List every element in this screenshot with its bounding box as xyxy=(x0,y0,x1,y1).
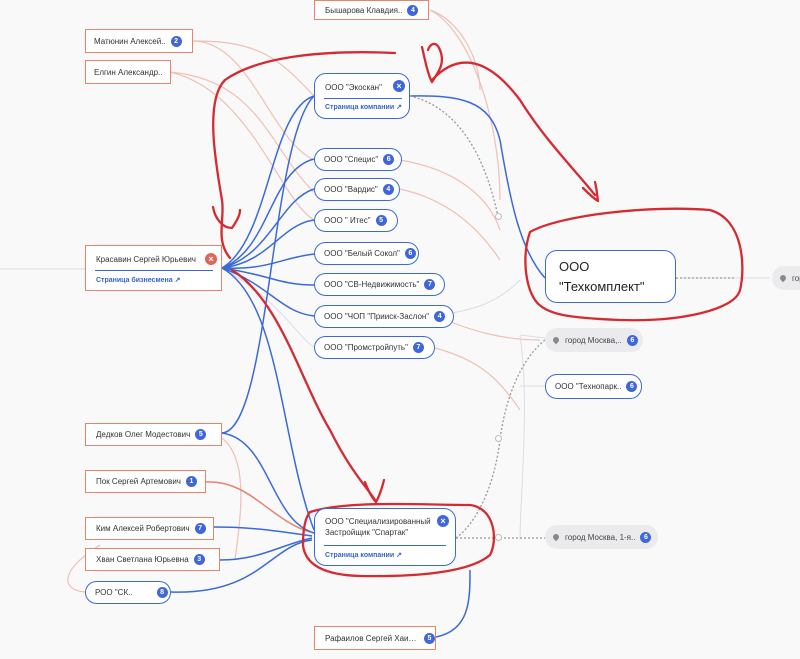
company-name: ООО "Экоскан" xyxy=(325,83,382,92)
location-pin-icon xyxy=(551,532,561,542)
count-badge: 4 xyxy=(434,311,446,322)
count-badge: 6 xyxy=(626,334,638,346)
company-node-ites[interactable]: ООО " Итес" 5 xyxy=(314,209,398,232)
businessman-page-link[interactable]: Страница бизнесмена ↗ xyxy=(96,277,181,284)
company-name: ООО "Специс" xyxy=(324,155,379,164)
person-name: Пок Сергей Артемович xyxy=(96,477,181,486)
location-node-gor[interactable]: гор xyxy=(772,266,800,290)
count-badge: 6 xyxy=(640,531,652,543)
person-node-matyunin[interactable]: Матюнин Алексей.. 2 xyxy=(85,29,193,53)
person-name: Ким Алексей Робертович xyxy=(96,524,190,533)
company-node-sv-nedvizhimost[interactable]: ООО "СВ-Недвижимость" 7 xyxy=(314,273,445,296)
close-icon[interactable]: × xyxy=(393,80,405,92)
location-label: город Москва, 1-я.. xyxy=(565,532,636,542)
company-node-belyi-sokol[interactable]: ООО "Белый Сокол" 6 xyxy=(314,242,419,265)
count-badge: 5 xyxy=(375,215,387,226)
divider xyxy=(324,545,446,546)
count-badge: 1 xyxy=(185,476,197,487)
edge-junction-dot xyxy=(495,213,502,220)
count-badge: 8 xyxy=(156,587,168,598)
company-name: ООО "СВ-Недвижимость" xyxy=(324,280,420,289)
company-page-link[interactable]: Страница компании ↗ xyxy=(325,104,402,111)
company-node-tehkomplekt[interactable]: ООО "Техкомплект" xyxy=(545,250,676,303)
location-pin-icon xyxy=(778,273,788,283)
edge-junction-dot xyxy=(495,534,502,541)
count-badge: 3 xyxy=(193,554,205,565)
company-node-chop[interactable]: ООО "ЧОП "Прииск-Заслон" 4 xyxy=(314,305,454,328)
person-name: Дедков Олег Модестович xyxy=(96,430,191,439)
company-name: ООО "Технопарк.. xyxy=(555,382,622,391)
count-badge: 5 xyxy=(195,429,207,440)
company-name: ООО "Вардис" xyxy=(324,185,378,194)
divider xyxy=(95,270,213,271)
location-node-moscow-1[interactable]: город Москва,.. 6 xyxy=(545,328,643,352)
person-node-dedkov[interactable]: Дедков Олег Модестович 5 xyxy=(85,423,222,446)
close-icon[interactable]: × xyxy=(205,253,217,265)
company-node-vardis[interactable]: ООО "Вардис" 4 xyxy=(314,178,400,201)
company-name-line2: Застройщик "Спартак" xyxy=(325,528,409,537)
company-name: ООО " Итес" xyxy=(324,216,371,225)
company-name: ООО "Белый Сокол" xyxy=(324,249,400,258)
person-node-hvan[interactable]: Хван Светлана Юрьевна 3 xyxy=(85,548,220,571)
person-name: Рафаилов Сергей Хаимович xyxy=(325,633,419,643)
company-node-roo[interactable]: РОО "СК.. 8 xyxy=(85,581,171,604)
company-node-specis[interactable]: ООО "Специс" 6 xyxy=(314,148,402,171)
company-name-line1: ООО xyxy=(559,258,590,274)
person-node-pok[interactable]: Пок Сергей Артемович 1 xyxy=(85,470,206,493)
company-node-spartak[interactable]: ООО "Специализированный Застройщик "Спар… xyxy=(314,508,456,566)
company-page-link[interactable]: Страница компании ↗ xyxy=(325,552,402,559)
count-badge: 4 xyxy=(382,184,394,195)
count-badge: 5 xyxy=(424,632,435,644)
divider xyxy=(324,98,402,99)
location-pin-icon xyxy=(551,335,561,345)
close-icon[interactable]: × xyxy=(437,515,449,527)
person-node-bysharova[interactable]: Бышарова Клавдия.. 4 xyxy=(314,0,429,20)
edge-junction-dot xyxy=(495,435,502,442)
person-name: Елгин Александр.. xyxy=(94,67,163,77)
company-name-line2: "Техкомплект" xyxy=(559,278,645,294)
company-node-tehnopark[interactable]: ООО "Технопарк.. 6 xyxy=(545,374,642,399)
count-badge: 6 xyxy=(404,248,416,259)
location-node-moscow-2[interactable]: город Москва, 1-я.. 6 xyxy=(545,525,658,549)
company-name: ООО "Промстройпуть" xyxy=(324,343,408,352)
person-node-krasavin[interactable]: Красавин Сергей Юрьевич × Страница бизне… xyxy=(85,245,222,291)
location-label: город Москва,.. xyxy=(565,335,622,345)
company-name-line1: ООО "Специализированный xyxy=(325,517,431,526)
count-badge: 7 xyxy=(424,279,436,290)
person-node-kim[interactable]: Ким Алексей Робертович 7 xyxy=(85,517,214,540)
count-badge: 7 xyxy=(194,523,206,534)
person-node-elgin[interactable]: Елгин Александр.. xyxy=(85,60,171,84)
company-node-promstroyput[interactable]: ООО "Промстройпуть" 7 xyxy=(314,336,435,359)
count-badge: 2 xyxy=(170,35,182,47)
person-node-rafailov[interactable]: Рафаилов Сергей Хаимович 5 xyxy=(314,626,436,650)
count-badge: 6 xyxy=(626,381,638,392)
company-name: ООО "ЧОП "Прииск-Заслон" xyxy=(324,312,430,321)
company-node-ekoskan[interactable]: ООО "Экоскан" × Страница компании ↗ xyxy=(314,73,410,119)
company-name: РОО "СК.. xyxy=(95,588,133,597)
person-name: Красавин Сергей Юрьевич xyxy=(96,255,196,264)
count-badge: 7 xyxy=(412,342,424,353)
person-name: Хван Светлана Юрьевна xyxy=(96,555,189,564)
count-badge: 6 xyxy=(383,154,395,165)
person-name: Бышарова Клавдия.. xyxy=(325,5,403,15)
person-name: Матюнин Алексей.. xyxy=(94,36,166,46)
location-label: гор xyxy=(792,273,800,283)
count-badge: 4 xyxy=(407,4,419,16)
